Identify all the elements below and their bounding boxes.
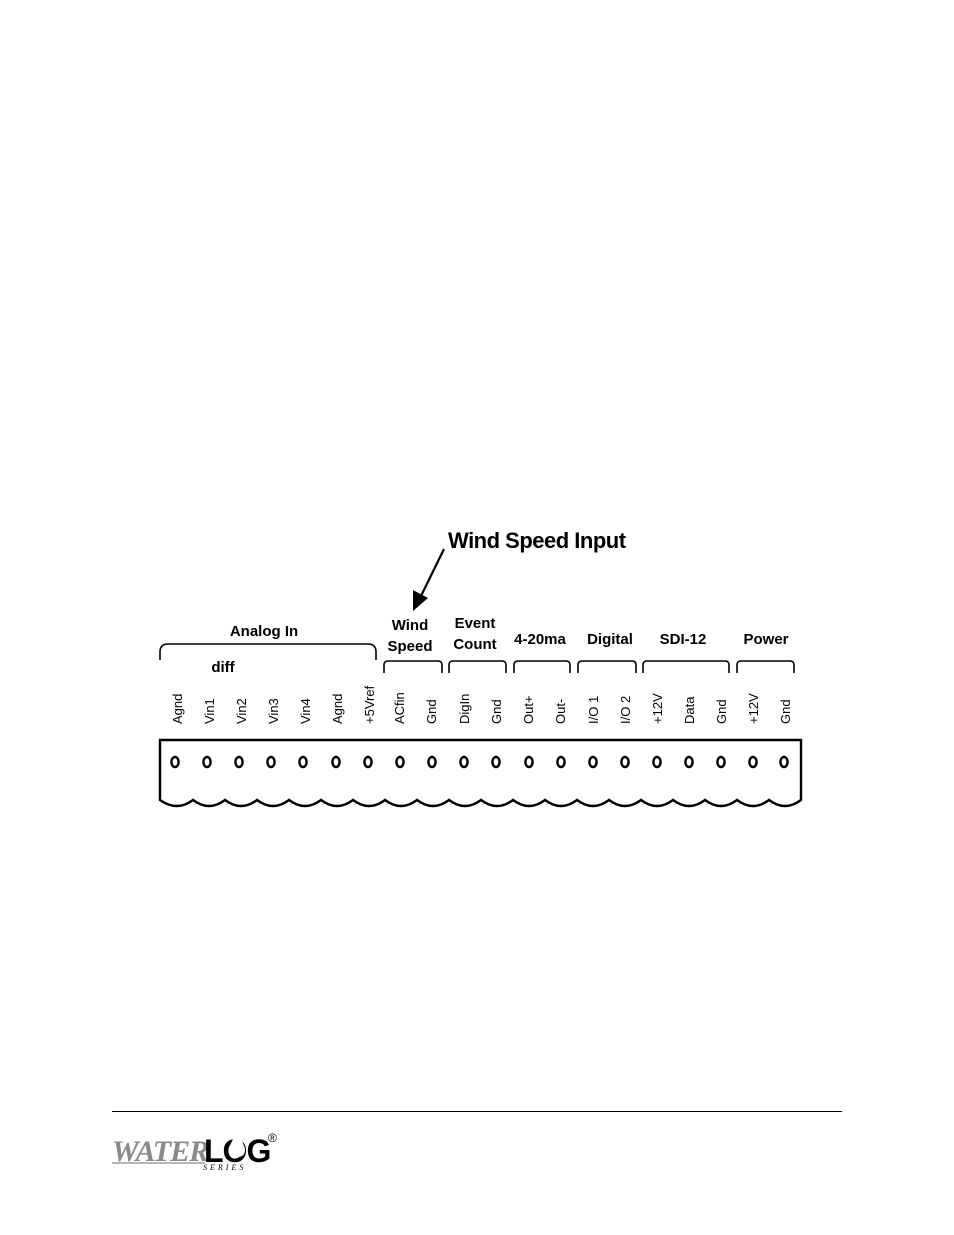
terminal-screw-icon [428,757,435,767]
group-label-power: Power [743,631,788,648]
bracket-event-count [449,661,506,673]
terminal-label: Data [682,696,697,724]
group-label-wind-line1: Wind [392,617,429,634]
group-labels: Analog In diff Wind Speed Event Count 4-… [211,615,788,676]
terminal-screw-icon [685,757,692,767]
terminal-screw-icon [780,757,787,767]
terminal-screw-icon [749,757,756,767]
terminal-screw-icon [557,757,564,767]
terminal-label: Gnd [778,699,793,724]
group-label-4-20ma: 4-20ma [514,631,566,648]
terminal-label: Agnd [170,694,185,724]
terminal-label: Vin4 [298,698,313,724]
terminal-label: Out- [553,699,568,724]
terminal-label: +12V [746,693,761,724]
terminal-screw-icon [267,757,274,767]
terminal-screw-icon [460,757,467,767]
terminal-block [160,740,801,806]
terminal-label: +5Vref [362,685,377,724]
callout-arrow [413,549,444,611]
terminal-screw-icon [364,757,371,767]
bracket-power [737,661,794,673]
group-label-event-line2: Count [453,636,496,653]
group-label-sdi-12: SDI-12 [660,631,707,648]
terminal-label: ACfin [392,692,407,724]
terminal-label: I/O 1 [586,696,601,724]
terminal-label: Agnd [330,694,345,724]
terminal-screw-icon [235,757,242,767]
group-label-wind-line2: Speed [387,638,432,655]
logo-registered: ® [268,1131,277,1145]
terminal-screw-icon [717,757,724,767]
terminal-screw-icon [203,757,210,767]
terminal-label: Vin3 [266,698,281,724]
terminal-label: Out+ [521,695,536,724]
terminal-screw-icon [299,757,306,767]
terminal-screw-icon [332,757,339,767]
group-label-digital: Digital [587,631,633,648]
terminal-screw-icon [653,757,660,767]
bracket-4-20ma [514,661,570,673]
terminal-label: Vin1 [202,698,217,724]
terminal-screw-icon [171,757,178,767]
callout-label: Wind Speed Input [448,528,627,553]
terminal-label: Gnd [424,699,439,724]
group-label-diff: diff [211,659,235,676]
terminal-screw-icon [492,757,499,767]
terminal-screw-icon [621,757,628,767]
waterlog-logo: WATER LOG ® SERIES [112,1131,277,1172]
bracket-analog-in [160,644,376,660]
terminal-screw-icon [396,757,403,767]
group-label-analog-in: Analog In [230,623,298,640]
terminal-label: +12V [650,693,665,724]
terminal-label: Gnd [489,699,504,724]
terminal-label: Vin2 [234,698,249,724]
bracket-digital [578,661,636,673]
terminal-label: Gnd [714,699,729,724]
terminal-screw-icon [589,757,596,767]
logo-series: SERIES [203,1163,246,1172]
terminal-labels: Agnd Vin1 Vin2 Vin3 Vin4 Agnd +5Vref ACf… [170,685,793,724]
terminal-label: I/O 2 [618,696,633,724]
terminal-block-outline [160,740,801,806]
group-label-event-line1: Event [455,615,496,632]
terminal-screw-icon [525,757,532,767]
bracket-wind-speed [384,661,442,673]
terminal-label: DigIn [457,694,472,724]
bracket-sdi-12 [643,661,729,673]
